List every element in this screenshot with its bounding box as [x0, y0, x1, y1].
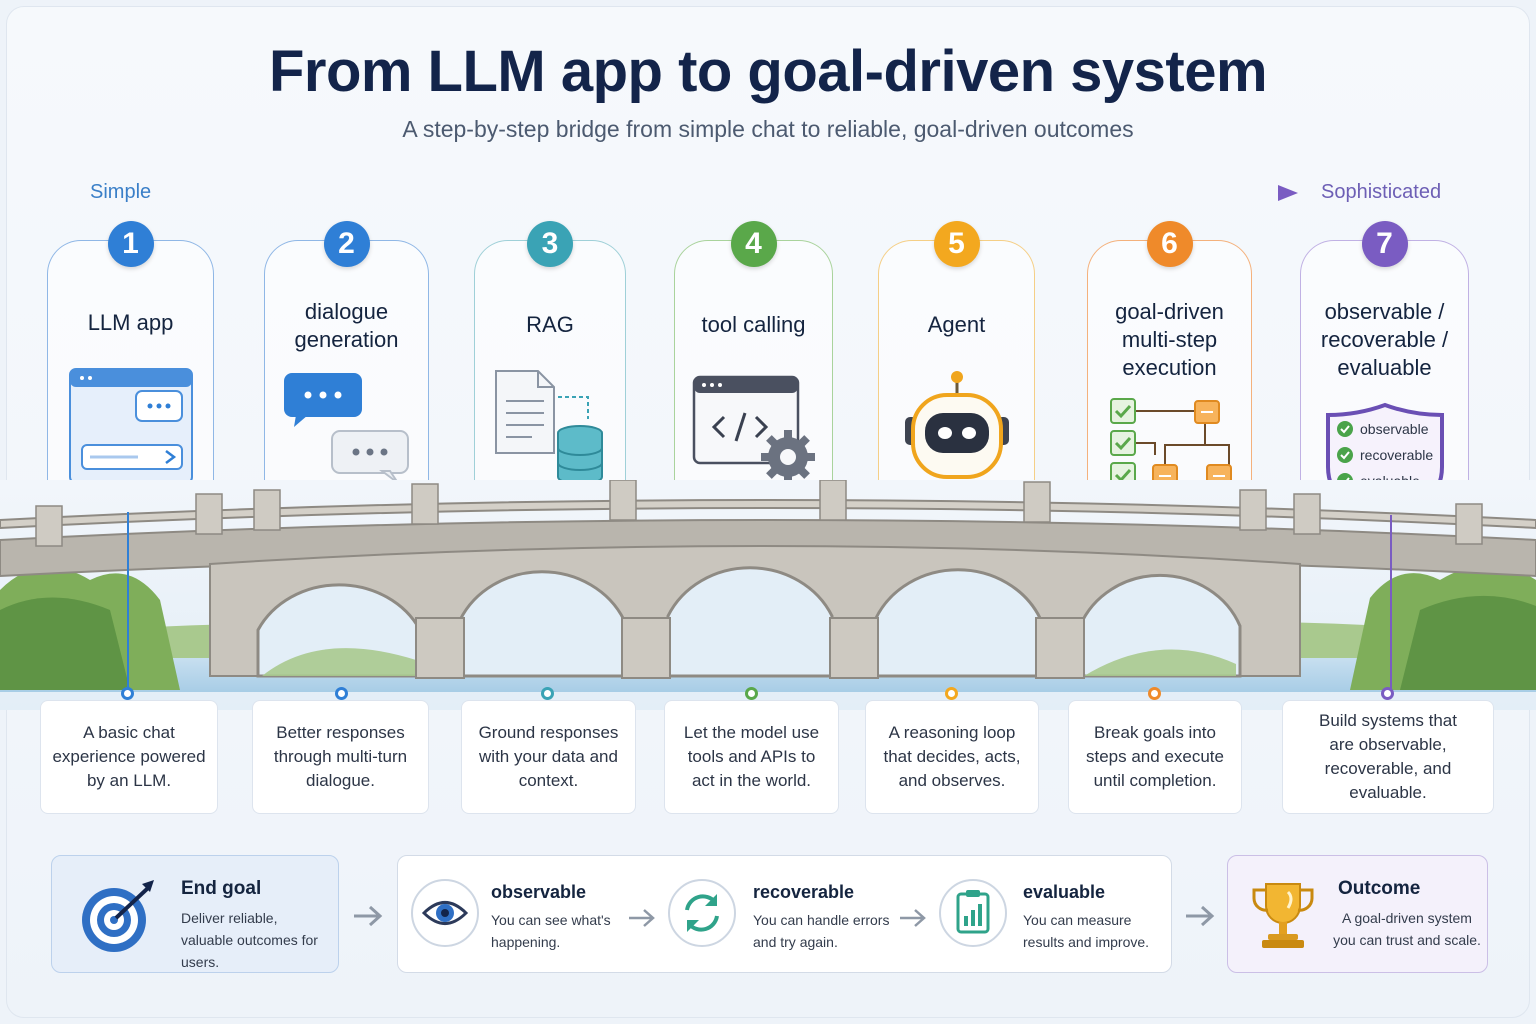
stage-description-3: Ground responses with your data and cont… [461, 700, 636, 814]
timeline-pin [335, 687, 348, 700]
stage-number-badge: 3 [527, 221, 573, 267]
timeline-pin [945, 687, 958, 700]
outcome-card: Outcome A goal-driven system you can tru… [1227, 855, 1488, 973]
stage-description-4: Let the model use tools and APIs to act … [664, 700, 839, 814]
check-circle-icon [1337, 421, 1353, 437]
check-circle-icon [1337, 447, 1353, 463]
arrow-right-icon [1186, 905, 1215, 927]
progression-arrow [178, 185, 1298, 201]
timeline-pin [541, 687, 554, 700]
observable-title: observable [491, 882, 587, 902]
evaluable-title: evaluable [1023, 882, 1106, 902]
check-label: observable [1360, 421, 1429, 437]
arrow-right-icon [629, 909, 655, 927]
connector-line [127, 512, 129, 690]
timeline-pin [745, 687, 758, 700]
stage-number-badge: 2 [323, 221, 370, 267]
stage-title: Agent [927, 312, 986, 337]
observable-text: You can see what's happening. [491, 912, 611, 950]
robot-icon [904, 371, 1009, 479]
trophy-icon [1252, 883, 1314, 948]
end-goal-text: Deliver reliable, valuable outcomes for … [181, 910, 318, 970]
stage-description-6: Break goals into steps and execute until… [1068, 700, 1242, 814]
stage-description-2: Better responses through multi-turn dial… [252, 700, 429, 814]
stage-number-badge: 6 [1146, 221, 1193, 267]
connector-line [1390, 515, 1392, 690]
stage-number-badge: 1 [107, 221, 154, 267]
stage-number-badge: 5 [933, 221, 980, 267]
stage-description-1: A basic chat experience powered by an LL… [40, 700, 218, 814]
stage-title: observable / recoverable / evaluable [1320, 299, 1449, 380]
target-icon [82, 880, 154, 952]
check-item-observable: observable [1337, 416, 1457, 442]
stage-title: dialogue generation [294, 299, 399, 352]
recoverable-text: You can handle errors and try again. [753, 912, 890, 950]
qualities-panel: observable You can see what's happening.… [397, 855, 1172, 973]
stage-title: LLM app [87, 310, 174, 335]
bridge-illustration [0, 480, 1536, 710]
document-database-icon [495, 370, 603, 485]
scale-label-simple: Simple [90, 181, 152, 203]
end-goal-title: End goal [181, 878, 262, 899]
stage-number-badge: 7 [1361, 221, 1408, 267]
evaluable-text: You can measure results and improve. [1023, 912, 1150, 950]
stage-number-badge: 4 [730, 221, 777, 267]
page-title: From LLM app to goal-driven system [268, 39, 1268, 104]
stage-description-5: A reasoning loop that decides, acts, and… [865, 700, 1039, 814]
refresh-icon [668, 879, 736, 947]
stage-title: goal-driven multi-step execution [1115, 299, 1224, 380]
page-subtitle: A step-by-step bridge from simple chat t… [402, 116, 1134, 142]
speech-bubbles-icon [283, 373, 409, 484]
timeline-pin [121, 687, 134, 700]
check-label: recoverable [1360, 447, 1434, 463]
outcome-text: A goal-driven system you can trust and s… [1333, 910, 1481, 948]
scale-label-sophisticated: Sophisticated [1321, 181, 1442, 203]
stage-description-7: Build systems that are observable, recov… [1282, 700, 1494, 814]
timeline-pin [1381, 687, 1394, 700]
code-gear-icon [692, 375, 815, 484]
clipboard-chart-icon [939, 879, 1007, 947]
arrow-right-icon [354, 905, 383, 927]
recoverable-title: recoverable [753, 882, 855, 902]
stage-title: RAG [526, 312, 574, 337]
chat-window-icon [68, 368, 193, 484]
flowchart-icon [1109, 398, 1232, 488]
end-goal-card: End goal Deliver reliable, valuable outc… [51, 855, 339, 973]
timeline-pin [1148, 687, 1161, 700]
check-item-recoverable: recoverable [1337, 442, 1457, 468]
arrow-right-icon [900, 909, 926, 927]
eye-icon [411, 879, 479, 947]
stage-title: tool calling [701, 312, 806, 337]
outcome-title: Outcome [1338, 878, 1421, 899]
